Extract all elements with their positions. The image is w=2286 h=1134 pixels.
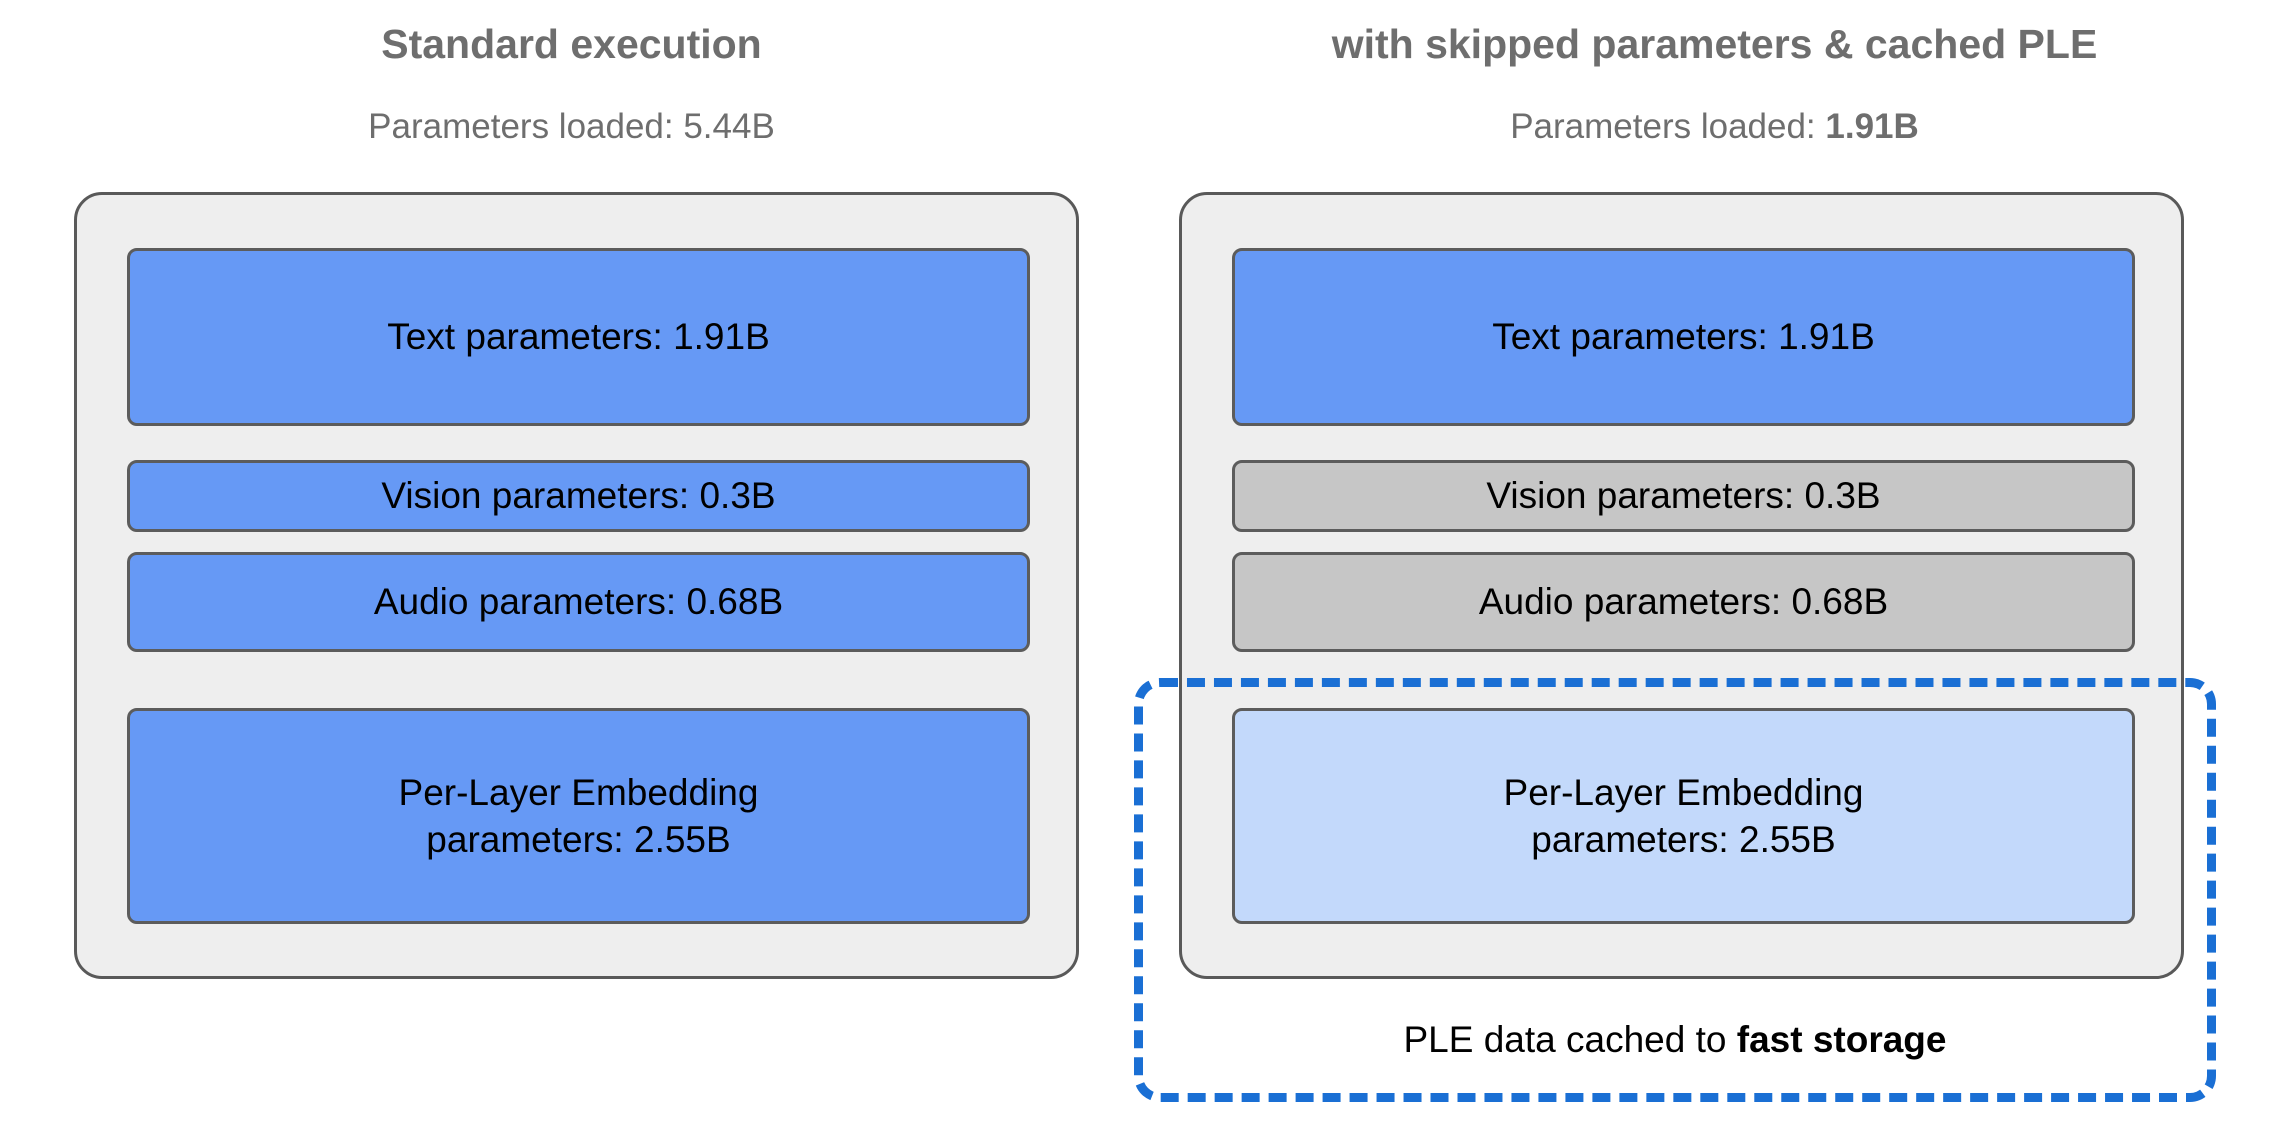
block-optimized-vision-parameters: Vision parameters: 0.3B [1232,460,2135,532]
column-subtitle-standard: Parameters loaded: 5.44B [0,107,1143,147]
cache-caption: PLE data cached to fast storage [1134,1019,2216,1061]
column-subtitle-optimized: Parameters loaded: 1.91B [1143,107,2286,147]
cache-caption-prefix: PLE data cached to [1403,1019,1737,1060]
subtitle-value-standard: 5.44B [683,107,775,146]
block-standard-ple-parameters: Per-Layer Embedding parameters: 2.55B [127,708,1030,924]
subtitle-prefix-optimized: Parameters loaded: [1510,107,1826,146]
block-optimized-audio-parameters: Audio parameters: 0.68B [1232,552,2135,652]
column-title-optimized: with skipped parameters & cached PLE [1331,21,2098,67]
subtitle-value-optimized: 1.91B [1825,107,1919,146]
cache-caption-emphasis: fast storage [1736,1019,1947,1060]
column-title-standard: Standard execution [381,21,762,67]
block-standard-audio-parameters: Audio parameters: 0.68B [127,552,1030,652]
block-standard-vision-parameters: Vision parameters: 0.3B [127,460,1030,532]
block-standard-text-parameters: Text parameters: 1.91B [127,248,1030,426]
subtitle-prefix-standard: Parameters loaded: [368,107,684,146]
block-optimized-text-parameters: Text parameters: 1.91B [1232,248,2135,426]
block-optimized-ple-parameters: Per-Layer Embedding parameters: 2.55B [1232,708,2135,924]
